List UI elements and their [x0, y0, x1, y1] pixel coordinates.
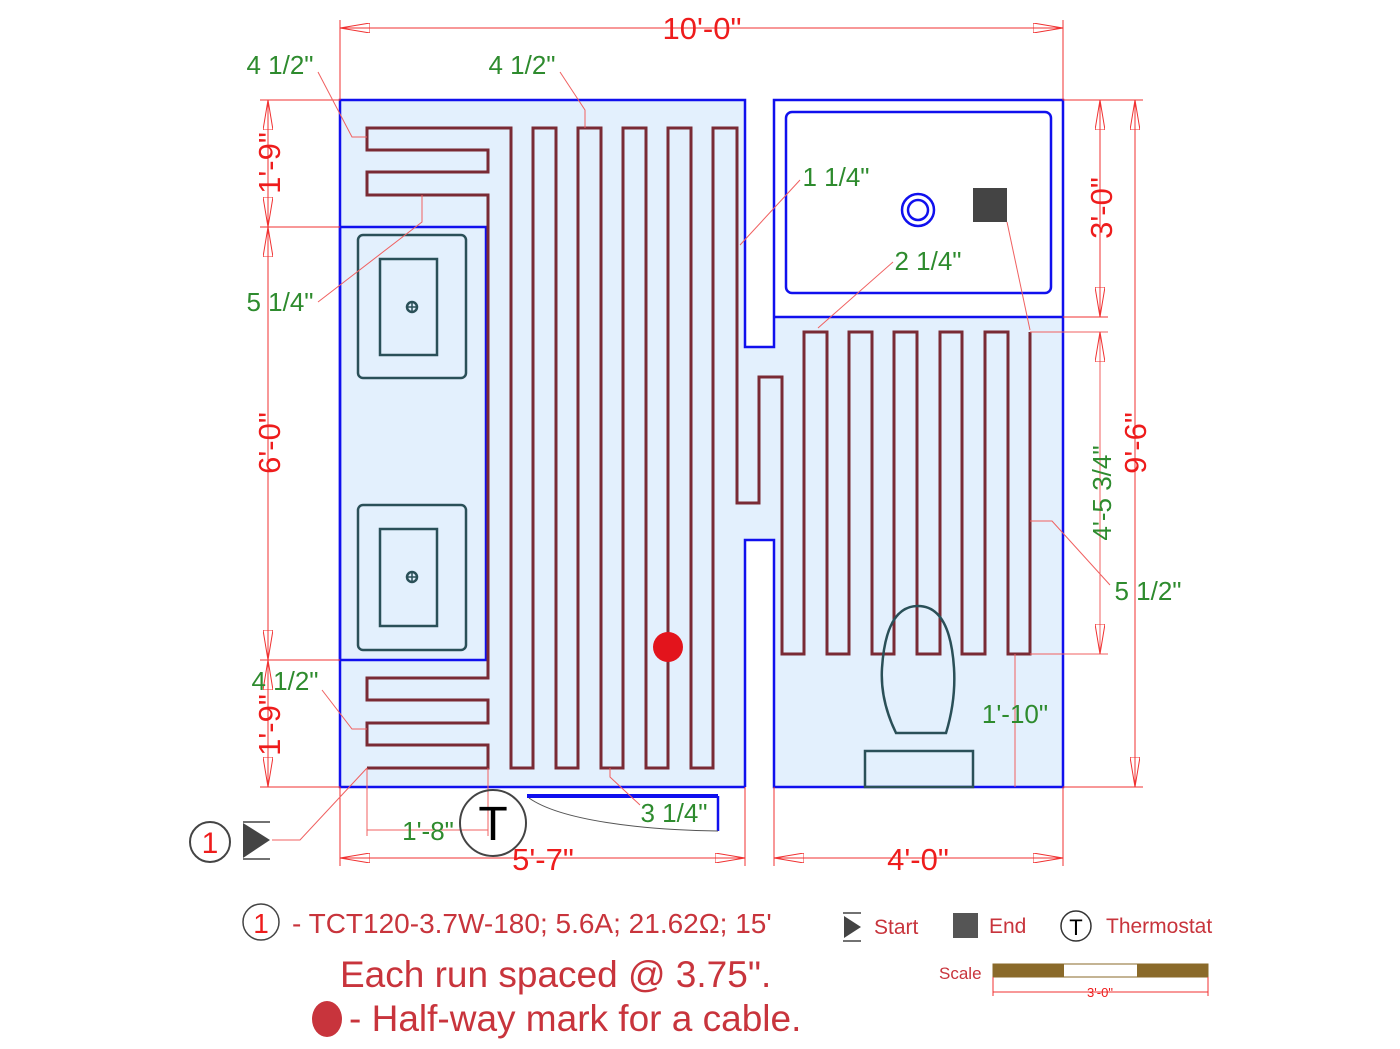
- heating-cable: [365, 126, 1032, 770]
- sink-bottom: [356, 503, 468, 652]
- scale-label: Scale: [939, 964, 982, 983]
- dim-overall-height: 9'-6": [1118, 412, 1153, 474]
- dim-toilet-clearance: 1'-10": [982, 699, 1048, 729]
- halfway-mark: [653, 632, 683, 662]
- shower: [784, 110, 1053, 295]
- start-icon: [844, 916, 861, 938]
- door-swing: [528, 797, 719, 832]
- spacing-note: Each run spaced @ 3.75".: [340, 954, 771, 995]
- thermostat-icon: [1060, 910, 1092, 942]
- cable-start-marker: 1: [189, 821, 270, 863]
- offset-top-left: 4 1/2": [246, 50, 313, 80]
- toilet: [863, 604, 975, 789]
- start-triangle-icon: [243, 823, 270, 858]
- dim-shower-depth: 3'-0": [1084, 177, 1119, 239]
- scale-bar: [992, 963, 1209, 978]
- dim-overall-width: 10'-0": [663, 11, 742, 46]
- vanity-outline: [338, 225, 488, 662]
- offset-vanity-gap: 5 1/4": [246, 287, 313, 317]
- offset-door-gap: 3 1/4": [640, 798, 707, 828]
- offset-right-wall: 5 1/2": [1114, 576, 1181, 606]
- floor-area: [340, 100, 1063, 787]
- cable-end-marker: [973, 188, 1007, 222]
- dim-bottom-right: 4'-0": [887, 842, 949, 877]
- offset-shower-gap: 2 1/4": [894, 246, 961, 276]
- svg-text:T: T: [1069, 915, 1082, 940]
- dimension-lines: [260, 20, 1143, 866]
- sink-top: [356, 233, 468, 380]
- halfway-note: - Half-way mark for a cable.: [349, 998, 801, 1039]
- legend: 1 - TCT120-3.7W-180; 5.6A; 21.62Ω; 15' S…: [242, 903, 1212, 1039]
- legend-start: Start: [874, 916, 919, 939]
- svg-text:T: T: [478, 798, 507, 851]
- dim-cable-zone: 4'-5 3/4": [1087, 445, 1117, 540]
- dim-bottom-left: 5'-7": [512, 842, 574, 877]
- legend-end: End: [989, 915, 1026, 938]
- scale-length: 3'-0": [1087, 985, 1113, 1000]
- legend-cable-spec: - TCT120-3.7W-180; 5.6A; 21.62Ω; 15': [292, 908, 772, 939]
- drain-icon: [900, 192, 936, 228]
- thermostat-marker: T: [459, 789, 527, 857]
- dim-left-bottom: 1'-9": [252, 694, 287, 756]
- end-icon: [953, 913, 978, 938]
- dim-thermostat-offset: 1'-8": [402, 816, 454, 846]
- offset-top-middle: 4 1/2": [488, 50, 555, 80]
- offset-bottom-left: 4 1/2": [251, 666, 318, 696]
- legend-thermostat: Thermostat: [1106, 915, 1212, 938]
- svg-text:1: 1: [202, 827, 219, 860]
- halfway-mark-icon: [312, 1001, 342, 1037]
- dim-left-middle: 6'-0": [252, 412, 287, 474]
- legend-cable-number: 1: [253, 908, 269, 939]
- offset-wall-gap: 1 1/4": [802, 162, 869, 192]
- dim-left-top: 1'-9": [252, 132, 287, 194]
